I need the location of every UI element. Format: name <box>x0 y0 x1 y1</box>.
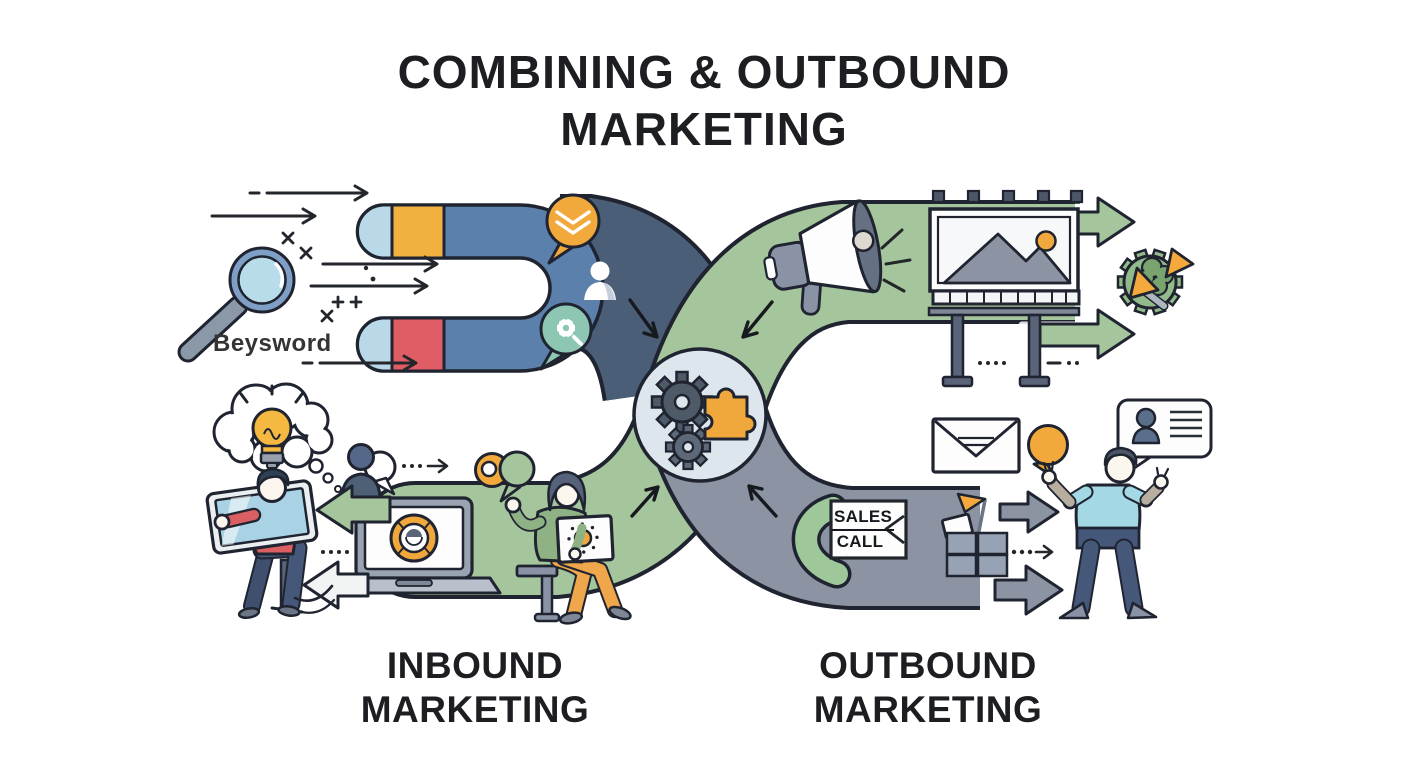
outbound-grey-arrows <box>993 490 1064 616</box>
attraction-arrows <box>210 184 439 372</box>
gears-icon <box>650 370 714 471</box>
puzzle-piece-icon <box>703 387 757 441</box>
contact-card-bubble-icon <box>1116 398 1213 475</box>
gear-cursor-icon <box>1116 247 1195 316</box>
chat-bubbles-icon <box>474 450 536 503</box>
center-flow-arrows <box>628 298 778 518</box>
sales-call-line-2: CALL <box>836 532 884 552</box>
monitor-screen-icon <box>555 514 615 564</box>
gear-bubble-icon <box>539 302 593 371</box>
phone-handset-icon <box>791 493 852 589</box>
outbound-label-line-1: OUTBOUND <box>819 645 1037 686</box>
title-line-2: MARKETING <box>560 103 848 155</box>
woman-with-screen <box>504 470 632 625</box>
billboard-icon <box>927 189 1084 388</box>
inbound-label-line-1: INBOUND <box>386 645 564 686</box>
envelope-icon <box>931 417 1021 474</box>
goal-flag-bricks-icon <box>940 492 1009 578</box>
magnifying-glass-icon <box>177 246 296 363</box>
man-presenting <box>1041 446 1170 620</box>
title-line-1: COMBINING & OUTBOUND <box>397 46 1011 98</box>
user-silhouette-icon <box>584 261 616 300</box>
outbound-marketing-label: OUTBOUND MARKETING <box>783 644 1073 732</box>
dotted-arrow <box>402 458 449 474</box>
sales-call-sign-text: SALES CALL <box>832 506 895 553</box>
outbound-label-line-2: MARKETING <box>813 689 1043 730</box>
inbound-left-arrows <box>302 484 392 610</box>
inbound-label-line-2: MARKETING <box>360 689 590 730</box>
inbound-marketing-label: INBOUND MARKETING <box>330 644 620 732</box>
megaphone-icon <box>763 199 912 316</box>
tablet-icon <box>205 479 319 555</box>
email-bubble-icon <box>545 193 601 265</box>
sales-call-line-1: SALES <box>832 506 895 532</box>
person-with-tablet <box>205 467 336 620</box>
idea-cloud-lightbulb-icon <box>212 382 342 493</box>
page-title: COMBINING & OUTBOUND MARKETING <box>0 44 1408 158</box>
keyword-label: Beysword <box>213 330 332 357</box>
user-chat-icon <box>340 443 397 499</box>
center-gears-puzzle <box>632 347 768 483</box>
